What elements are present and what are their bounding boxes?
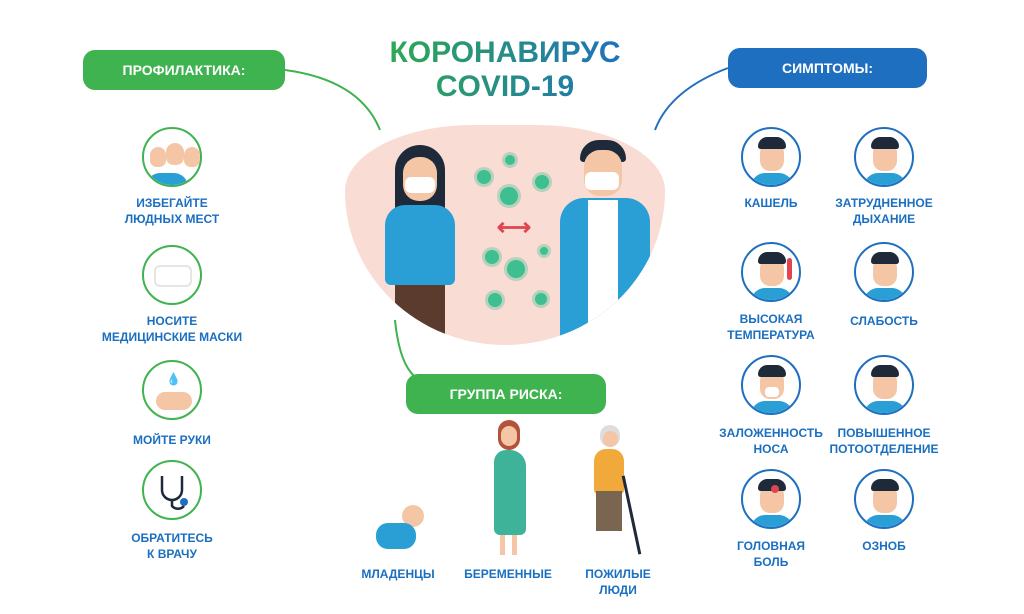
- symptom-label: ПОВЫШЕННОЕ: [837, 426, 931, 440]
- symptoms-heading: СИМПТОМЫ:: [728, 48, 927, 88]
- prevention-label: НОСИТЕ: [146, 314, 198, 328]
- elderly-person-icon: [590, 425, 650, 555]
- woman-figure: [385, 145, 455, 345]
- man-figure: [560, 140, 650, 345]
- prevention-label: ОБРАТИТЕСЬ: [131, 531, 213, 545]
- symptom-label: СЛАБОСТЬ: [850, 314, 918, 328]
- symptom-label: ЗАТРУДНЕННОЕ: [835, 196, 933, 210]
- pregnant-woman-icon: [490, 420, 530, 555]
- transmission-illustration: ⟷: [345, 125, 665, 345]
- virus-icon: [485, 250, 499, 264]
- risk-label: ЛЮДИ: [599, 583, 637, 597]
- symptom-label: КАШЕЛЬ: [744, 196, 798, 210]
- crowd-icon: [142, 127, 202, 187]
- virus-icon: [488, 293, 502, 307]
- double-arrow-icon: ⟷: [496, 214, 532, 241]
- virus-icon: [507, 260, 525, 278]
- symptom-label: БОЛЬ: [753, 555, 789, 569]
- chills-icon: [854, 469, 914, 529]
- virus-icon: [505, 155, 515, 165]
- symptom-label: НОСА: [753, 442, 789, 456]
- high-temperature-icon: [741, 242, 801, 302]
- prevention-label: К ВРАЧУ: [147, 547, 197, 561]
- mask-icon: [405, 177, 435, 193]
- risk-group-heading: ГРУППА РИСКА:: [406, 374, 606, 414]
- page-title: КОРОНАВИРУС COVID-19: [380, 36, 630, 104]
- cough-icon: [741, 127, 801, 187]
- title-line-1: КОРОНАВИРУС: [389, 36, 621, 69]
- title-line-2: COVID-19: [435, 70, 575, 103]
- virus-icon: [500, 187, 518, 205]
- symptom-label: ОЗНОБ: [862, 539, 906, 553]
- breathing-difficulty-icon: [854, 127, 914, 187]
- virus-icon: [477, 170, 491, 184]
- sweating-icon: [854, 355, 914, 415]
- prevention-heading: ПРОФИЛАКТИКА:: [83, 50, 285, 90]
- symptom-label: ПОТООТДЕЛЕНИЕ: [829, 442, 939, 456]
- risk-label: БЕРЕМЕННЫЕ: [464, 567, 552, 581]
- prevention-label: ИЗБЕГАЙТЕ: [136, 196, 208, 210]
- symptom-label: ЗАЛОЖЕННОСТЬ: [719, 426, 823, 440]
- weakness-icon: [854, 242, 914, 302]
- prevention-label: МОЙТЕ РУКИ: [133, 433, 211, 447]
- virus-icon: [540, 247, 548, 255]
- symptom-label: ГОЛОВНАЯ: [736, 539, 806, 553]
- prevention-label: МЕДИЦИНСКИЕ МАСКИ: [101, 330, 243, 344]
- nasal-congestion-icon: [741, 355, 801, 415]
- virus-icon: [535, 293, 547, 305]
- risk-label: ПОЖИЛЫЕ: [585, 567, 651, 581]
- risk-label: МЛАДЕНЦЫ: [361, 567, 435, 581]
- virus-icon: [535, 175, 549, 189]
- hand-wash-icon: 💧: [142, 360, 202, 420]
- infant-icon: [372, 505, 428, 555]
- mask-icon: [585, 172, 619, 190]
- symptom-label: ТЕМПЕРАТУРА: [727, 328, 815, 342]
- symptom-label: ДЫХАНИЕ: [852, 212, 916, 226]
- mask-icon: [142, 245, 202, 305]
- prevention-label: ЛЮДНЫХ МЕСТ: [124, 212, 220, 226]
- symptom-label: ВЫСОКАЯ: [739, 312, 803, 326]
- headache-icon: [741, 469, 801, 529]
- stethoscope-icon: [142, 460, 202, 520]
